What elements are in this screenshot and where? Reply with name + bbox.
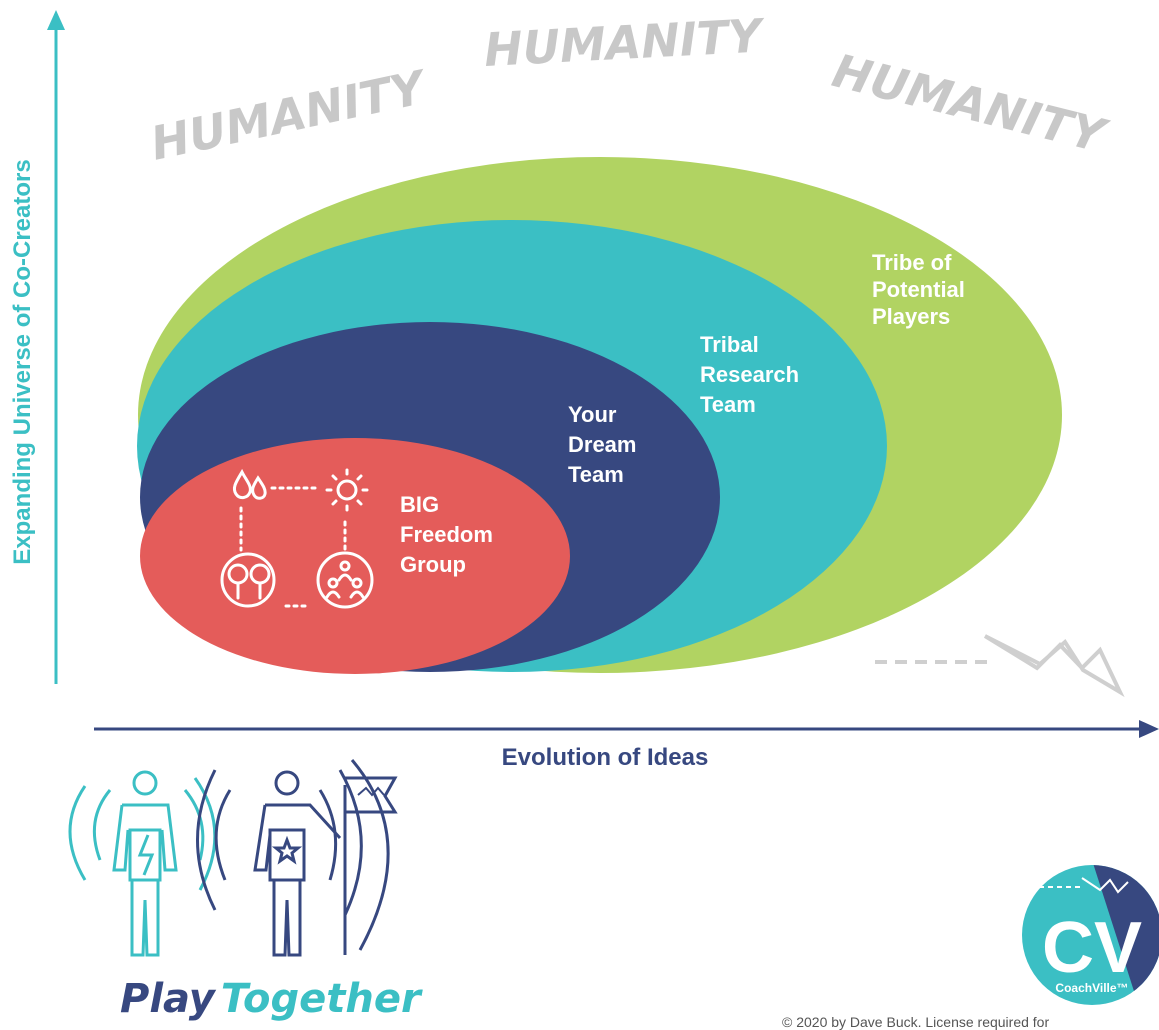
humanity-word-right: HUMANITY [827,43,1114,164]
x-axis: Evolution of Ideas [94,720,1159,771]
navy-figure-icon [196,759,398,957]
dream-team-label: Your Dream Team [568,402,643,487]
sun-icon [325,468,369,512]
water-drops-icon [232,468,267,500]
copyright-notice: © 2020 by Dave Buck. License required fo… [782,1014,1049,1030]
cv-letters: CV [1042,908,1142,988]
coachville-name: CoachVille™ [1055,981,1128,995]
humanity-word-center: HUMANITY [483,8,768,77]
y-axis: Expanding Universe of Co-Creators [9,10,65,684]
big-freedom-label: BIG Freedom Group [400,492,499,577]
coachville-logo: CV CoachVille™ [1022,865,1159,1005]
tribe-label: Tribe of Potential Players [872,250,971,329]
y-axis-label: Expanding Universe of Co-Creators [9,159,36,564]
grey-flag-mark [875,634,1125,698]
trees-icon [220,552,276,608]
x-axis-label: Evolution of Ideas [502,744,709,771]
teal-figure-icon [68,770,217,957]
humanity-labels: HUMANITY HUMANITY HUMANITY [146,8,1114,170]
tribal-research-label: Tribal Research Team [700,332,805,417]
humanity-word-left: HUMANITY [146,59,433,170]
community-icon [316,551,374,609]
freedom-icons [220,468,374,609]
